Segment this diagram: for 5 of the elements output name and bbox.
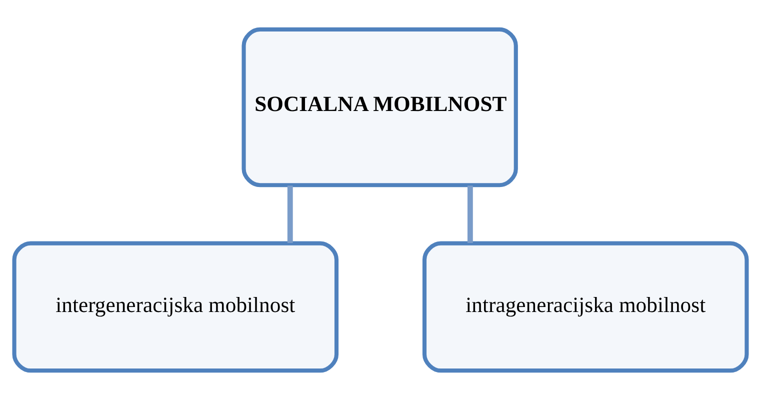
- node-box: intergeneracijska mobilnost: [12, 241, 339, 373]
- node-box: intrageneracijska mobilnost: [422, 241, 749, 373]
- connector: [467, 186, 473, 243]
- connector: [287, 186, 293, 243]
- node-box: SOCIALNA MOBILNOST: [242, 27, 518, 188]
